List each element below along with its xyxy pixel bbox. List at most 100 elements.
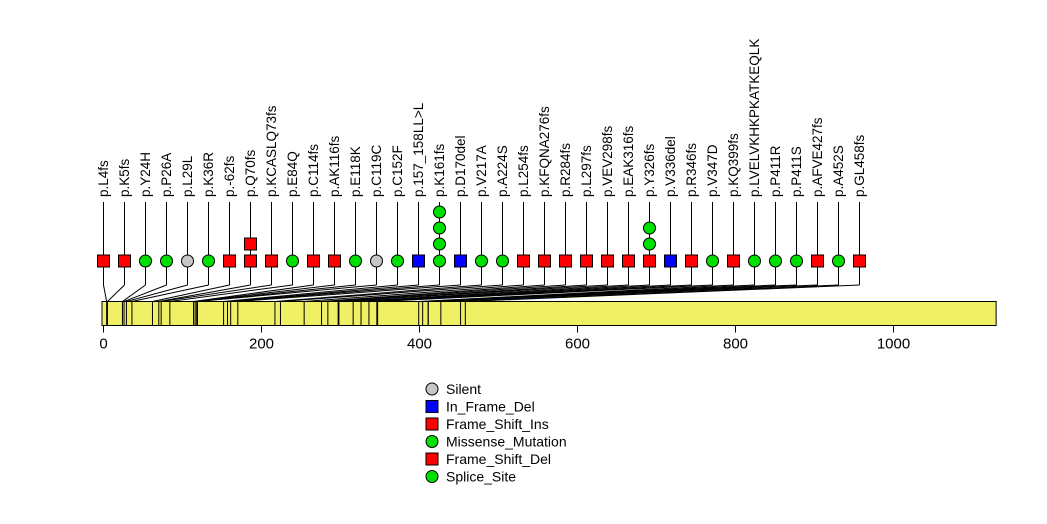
mutation-label: p.V347D: [705, 144, 720, 197]
connector-line: [274, 284, 482, 302]
connector-line: [158, 284, 251, 302]
mutation-marker: [349, 254, 362, 268]
mutation-marker: [601, 254, 614, 268]
connector-line: [197, 284, 377, 302]
mutation-marker: [223, 254, 236, 268]
mutation-label: p.P26A: [159, 153, 174, 197]
connector-line: [103, 284, 108, 302]
mutation-marker: [265, 254, 278, 268]
mutation-label: p.C152F: [390, 145, 405, 197]
stacked-mutation-marker: [433, 221, 446, 235]
mutation-marker: [580, 254, 593, 268]
connector-line: [338, 284, 608, 302]
connector-line: [304, 284, 524, 302]
mutation-marker: [496, 254, 509, 268]
mutation-marker: [769, 254, 782, 268]
mutation-marker: [97, 254, 110, 268]
x-axis-tick-label: 800: [723, 336, 748, 353]
legend-marker-frame_shift_del: [425, 452, 439, 466]
connector-line: [123, 284, 167, 302]
mutation-marker: [727, 254, 740, 268]
mutation-label: p.-62fs: [222, 155, 237, 197]
mutation-marker: [160, 254, 173, 268]
mutation-label: p.AK116fs: [327, 135, 342, 197]
mutation-label: p.A224S: [495, 145, 510, 197]
connector-line: [230, 284, 440, 302]
mutation-marker: [412, 254, 425, 268]
mutation-marker: [622, 254, 635, 268]
mutation-marker: [832, 254, 845, 268]
mutation-marker: [538, 254, 551, 268]
mutation-marker: [475, 254, 488, 268]
legend-label: Frame_Shift_Ins: [446, 416, 549, 432]
connector-line: [169, 284, 293, 302]
x-axis-tick-label: 400: [407, 336, 432, 353]
mutation-label: p.D170del: [453, 135, 468, 197]
mutation-label: p.Q70fs: [243, 149, 258, 197]
stacked-mutation-marker: [433, 237, 446, 251]
mutation-marker: [853, 254, 866, 268]
connector-line: [223, 284, 398, 302]
x-axis-tick-label: 1000: [877, 336, 910, 353]
connector-line: [193, 284, 314, 302]
stacked-mutation-marker: [433, 205, 446, 219]
mutation-label: p.C119C: [369, 144, 384, 197]
mutation-marker: [244, 254, 257, 268]
mutation-label: p.K161fs: [432, 143, 447, 197]
mutation-label: p.L254fs: [516, 145, 531, 197]
connector-line: [327, 284, 566, 302]
connector-line: [152, 284, 230, 302]
mutation-label: p.K5fs: [117, 158, 132, 197]
mutation-label: p.P411S: [789, 146, 804, 197]
connector-line: [428, 284, 797, 302]
connector-line: [122, 284, 146, 302]
connector-line: [107, 284, 125, 302]
connector-line: [321, 284, 545, 302]
mutation-marker: [454, 254, 467, 268]
legend-label: Missense_Mutation: [446, 434, 567, 450]
mutation-label: p.L29L: [180, 155, 195, 197]
mutation-label: p.R284fs: [558, 143, 573, 197]
mutation-label: p.Y24H: [138, 152, 153, 197]
mutation-marker: [790, 254, 803, 268]
mutation-marker: [685, 254, 698, 268]
mutation-label: p.L4fs: [96, 160, 111, 197]
connector-line: [126, 284, 188, 302]
mutation-label: p.K36R: [201, 152, 216, 197]
mutation-marker: [517, 254, 530, 268]
mutation-label: p.A452S: [831, 145, 846, 197]
legend-label: Silent: [446, 381, 481, 397]
mutation-marker: [328, 254, 341, 268]
legend-label: In_Frame_Del: [446, 399, 535, 415]
mutation-label: p.EAK316fs: [621, 125, 636, 197]
mutation-marker: [643, 254, 656, 268]
legend-marker-missense_mutation: [425, 435, 439, 448]
legend-marker-splice_site: [425, 470, 439, 483]
connector-line: [361, 284, 650, 302]
mutation-marker: [370, 254, 383, 268]
connector-line: [440, 284, 818, 302]
mutation-label: p.E118K: [348, 146, 363, 197]
mutation-label: p.AFVE427fs: [810, 117, 825, 197]
connector-line: [368, 284, 671, 302]
legend-label: Frame_Shift_Del: [446, 451, 551, 467]
mutation-label: p.C114fs: [306, 144, 321, 197]
mutation-marker: [664, 254, 677, 268]
legend-marker-silent: [425, 382, 439, 396]
mutation-marker: [286, 254, 299, 268]
stacked-mutation-marker: [643, 237, 656, 251]
mutation-marker: [748, 254, 761, 268]
mutation-marker: [139, 254, 152, 268]
mutation-marker: [202, 254, 215, 268]
mutation-label: p.V336del: [663, 136, 678, 197]
mutation-marker: [307, 254, 320, 268]
gene-body-bar: [101, 301, 997, 326]
mutation-label: p.VEV298fs: [600, 125, 615, 197]
mutation-label: p.E84Q: [285, 151, 300, 197]
stacked-mutation-marker: [244, 237, 257, 251]
connector-line: [280, 284, 503, 302]
x-axis-tick-label: 600: [565, 336, 590, 353]
mutation-marker: [181, 254, 194, 268]
